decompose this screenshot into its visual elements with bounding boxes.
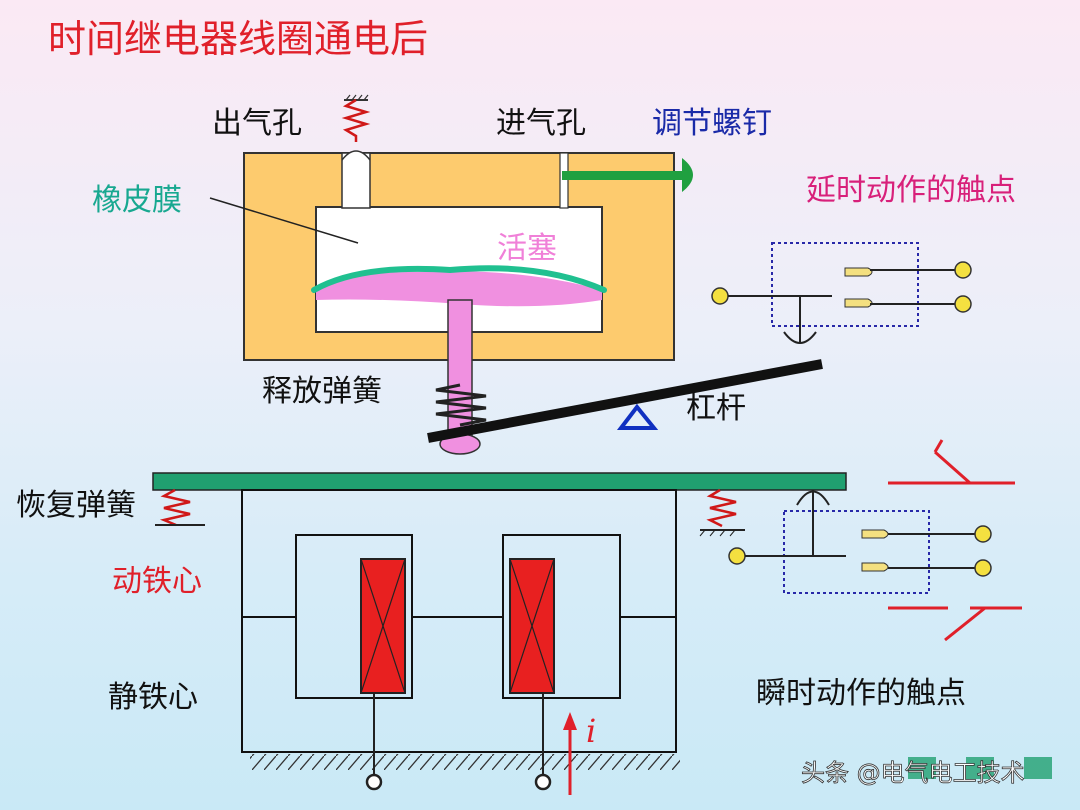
release-spring-label: 释放弹簧 [262,374,382,409]
moving-core-label: 动铁心 [112,564,202,599]
piston-head [316,271,602,307]
watermark: 头条 @电气电工技术 [801,759,1025,787]
instant-contacts-label: 瞬时动作的触点 [756,676,966,711]
rubber-membrane [311,265,607,293]
armature-bar [152,472,847,491]
exhaust-valve [341,150,371,161]
ground-hatch [250,754,680,770]
static-core-label: 静铁心 [108,680,198,715]
contact-symbol-open [888,439,1015,485]
coil-left [360,558,406,694]
reset-spring-icon [155,488,205,527]
watermark-tile [1024,757,1052,779]
adjust-screw-icon [562,158,693,192]
right-spring-icon [699,488,745,537]
membrane-pointer [209,197,359,244]
release-spring-icon [435,383,487,427]
piston-label: 活塞 [497,231,557,266]
lever [427,359,823,443]
lever-pivot-icon [616,403,659,430]
exhaust-hole-label: 出气孔 [212,106,302,141]
delayed-contacts-label: 延时动作的触点 [806,173,1016,208]
watermark-tile [966,757,994,779]
contact-symbol-closed [888,606,1022,642]
coil-terminals [365,693,552,791]
lever-label: 杠杆 [686,391,746,426]
delayed-contacts [711,242,972,344]
current-arrow-icon [563,712,577,795]
reset-spring-label: 恢复弹簧 [16,488,136,523]
rubber-membrane-label: 橡皮膜 [92,183,182,218]
page-title: 时间继电器线圈通电后 [48,17,428,61]
iron-core-frame [241,489,677,753]
exhaust-spring-icon [341,94,371,142]
current-label: i [586,712,596,750]
watermark-tile [908,757,936,779]
adjust-screw-label: 调节螺钉 [652,106,772,141]
coil-right [509,558,555,694]
intake-hole-label: 进气孔 [496,106,586,141]
instant-contacts [728,490,992,594]
